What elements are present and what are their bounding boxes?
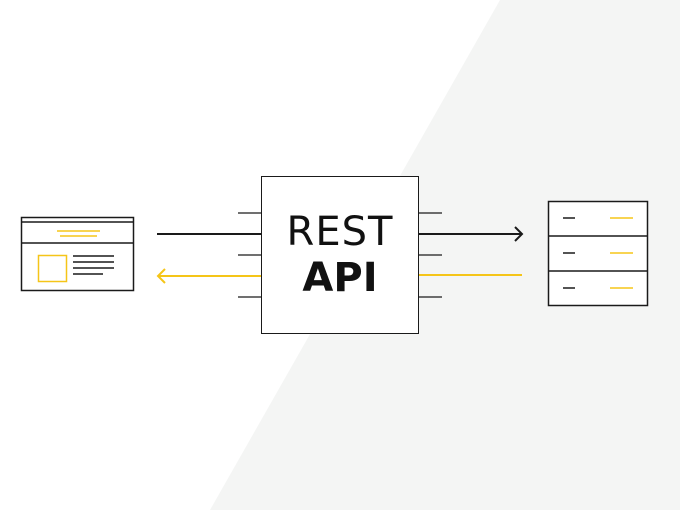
api-title-line1: REST — [286, 209, 394, 255]
left-pins — [238, 212, 261, 298]
request-arrow-right — [419, 226, 524, 242]
server-stack-icon — [547, 200, 649, 307]
api-title-line2: API — [302, 255, 378, 301]
response-arrow-left — [156, 268, 261, 284]
rest-api-box: REST API — [261, 176, 419, 334]
right-pins — [419, 212, 442, 298]
background-diagonal — [210, 0, 680, 510]
browser-window-icon — [20, 216, 135, 292]
